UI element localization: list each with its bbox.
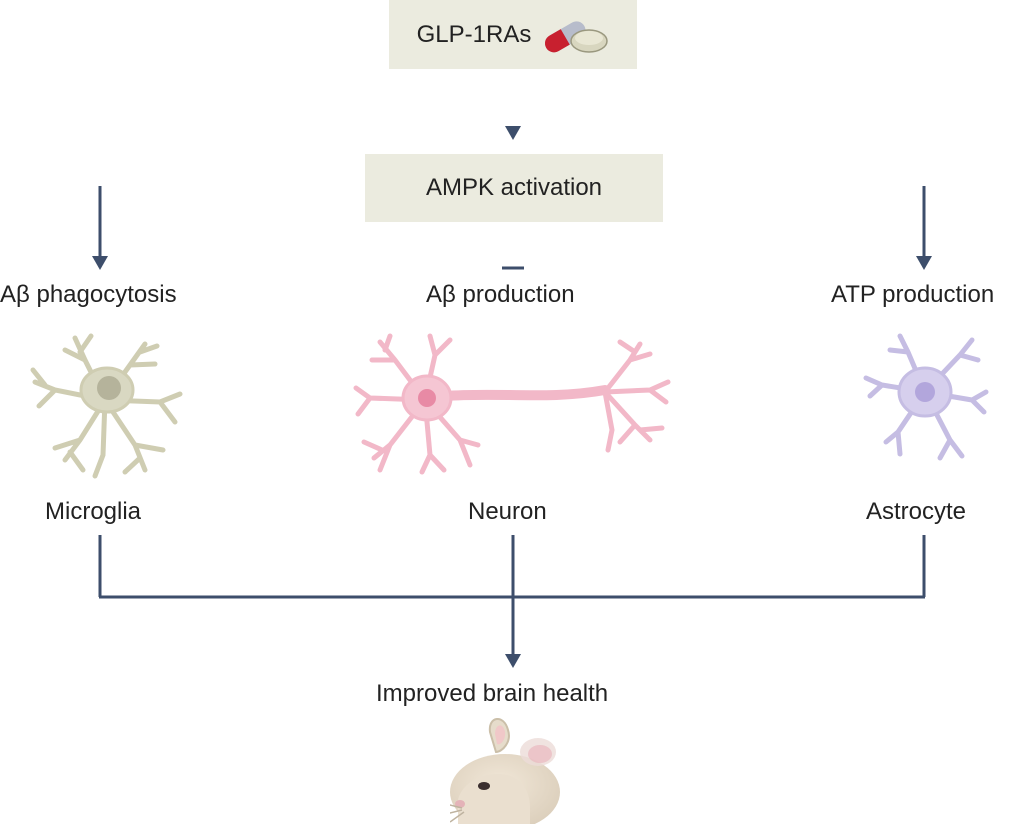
astrocyte-cell-icon (863, 333, 989, 461)
outcome-label: Improved brain health (376, 680, 609, 707)
ampk-node: AMPK activation (365, 154, 663, 222)
mouse-head-icon (450, 718, 560, 824)
astrocyte-label: Astrocyte (866, 498, 967, 525)
atp-production-label: ATP production (831, 281, 995, 308)
drug-label: GLP-1RAs (416, 20, 532, 48)
ampk-label: AMPK activation (425, 174, 603, 201)
microglia-cell-icon (30, 333, 183, 479)
neuron-label: Neuron (468, 498, 547, 525)
neuron-cell-icon (353, 333, 671, 475)
pill-capsule-tablet-icon (545, 20, 609, 53)
abeta-production-label: Aβ production (426, 281, 575, 308)
drug-node: GLP-1RAs (389, 0, 637, 69)
arrow-ampk-to-atp (678, 185, 932, 270)
arrow-ampk-to-phagocytosis (92, 185, 350, 270)
phagocytosis-label: Aβ phagocytosis (0, 281, 177, 308)
microglia-label: Microglia (45, 498, 142, 525)
arrow-drug-to-ampk (505, 82, 521, 140)
inhibit-ampk-to-abeta-production (502, 232, 524, 270)
arrow-cells-to-outcome (98, 535, 926, 668)
